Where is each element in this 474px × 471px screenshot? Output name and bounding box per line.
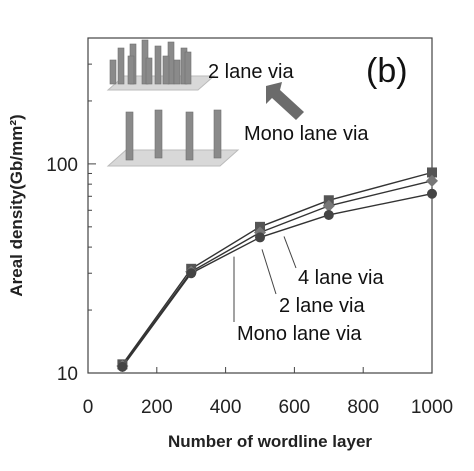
inset-bottom-pillar xyxy=(154,109,163,159)
inset-bottom-label: Mono lane via xyxy=(244,123,369,145)
via-structure-illustration xyxy=(106,39,304,167)
series-label-1: 4 lane via xyxy=(298,267,384,289)
series-2-point xyxy=(322,199,335,212)
inset-top-pillar xyxy=(173,59,181,85)
series-1-point xyxy=(427,167,437,178)
y-tick-label: 10 xyxy=(57,364,78,385)
x-tick-label: 400 xyxy=(210,397,242,418)
inset-bottom-pillar xyxy=(213,109,222,159)
y-tick-label: 100 xyxy=(46,155,78,176)
series-3-point xyxy=(255,232,265,243)
series-2-point xyxy=(426,174,438,187)
inset-bottom-base xyxy=(106,149,240,167)
plot-area-frame xyxy=(87,37,433,374)
series-label-3: Mono lane via xyxy=(237,323,362,345)
inset-top-pillar xyxy=(127,55,135,85)
inset-top-pillar xyxy=(109,59,117,85)
series-3-point xyxy=(186,268,197,279)
inset-bottom-pillar xyxy=(125,111,134,161)
inset-top-pillar xyxy=(145,57,153,85)
series-label-2: 2 lane via xyxy=(279,295,365,317)
y-axis-title: Areal density(Gb/mm²) xyxy=(7,114,26,296)
inset-top-pillar xyxy=(117,47,125,85)
inset-top-pillar xyxy=(162,55,170,85)
x-tick-label: 200 xyxy=(141,397,173,418)
x-tick-label: 1000 xyxy=(411,397,453,418)
x-tick-label: 600 xyxy=(279,397,311,418)
series-callout-leader xyxy=(283,236,297,269)
inset-top-label: 2 lane via xyxy=(208,61,294,83)
arrow-icon xyxy=(266,82,304,120)
series-3-point xyxy=(323,209,334,220)
x-tick-label: 800 xyxy=(347,397,379,418)
panel-label: (b) xyxy=(366,52,408,90)
series-callout-leader xyxy=(261,249,277,295)
series-3-point xyxy=(427,188,437,199)
x-axis-title: Number of wordline layer xyxy=(168,432,372,451)
inset-top-pillar xyxy=(154,45,162,85)
inset-bottom-pillar xyxy=(185,111,194,161)
series-3-point xyxy=(117,361,128,372)
inset-top-pillar xyxy=(184,51,192,85)
x-tick-label: 0 xyxy=(83,397,94,418)
